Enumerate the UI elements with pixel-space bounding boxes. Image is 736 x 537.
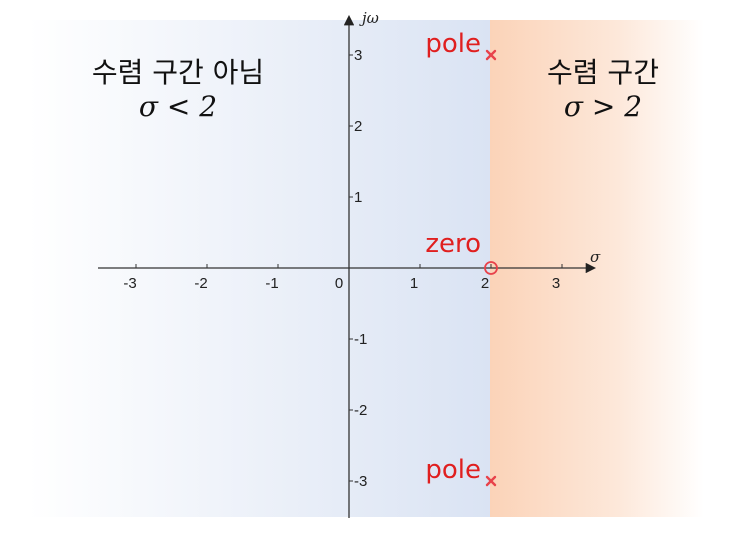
left-region-label: 수렴 구간 아님	[92, 56, 264, 89]
y-tick-label: -2	[354, 402, 367, 419]
pole-marker	[485, 49, 497, 61]
pole-label: pole	[425, 455, 481, 485]
pole-label: pole	[425, 29, 481, 59]
real-axis-label: σ	[590, 248, 601, 266]
x-tick-label: 0	[335, 275, 343, 292]
y-tick-label: 1	[354, 189, 362, 206]
axes: σ jω -3 -2 -1 0 1 2 3 3 2 1 -1 -2 -3	[98, 9, 601, 518]
right-region-condition: σ > 2	[564, 90, 642, 123]
zero-label: zero	[425, 229, 481, 259]
x-tick-label: -1	[265, 275, 278, 292]
y-tick-label: 3	[354, 47, 362, 64]
y-tick-label: -3	[354, 473, 367, 490]
y-tick-label: -1	[354, 331, 367, 348]
x-tick-label: -2	[194, 275, 207, 292]
zero-marker	[484, 261, 498, 275]
x-tick-label: 3	[552, 275, 560, 292]
imaginary-axis-label: jω	[359, 9, 379, 27]
pole-marker	[485, 475, 497, 487]
x-tick-label: 1	[410, 275, 418, 292]
markers: pole zero pole	[425, 29, 498, 487]
y-tick-label: 2	[354, 118, 362, 135]
x-tick-label: 2	[481, 275, 489, 292]
left-region-condition: σ < 2	[139, 90, 217, 123]
right-region-label: 수렴 구간	[547, 56, 659, 89]
x-tick-label: -3	[123, 275, 136, 292]
